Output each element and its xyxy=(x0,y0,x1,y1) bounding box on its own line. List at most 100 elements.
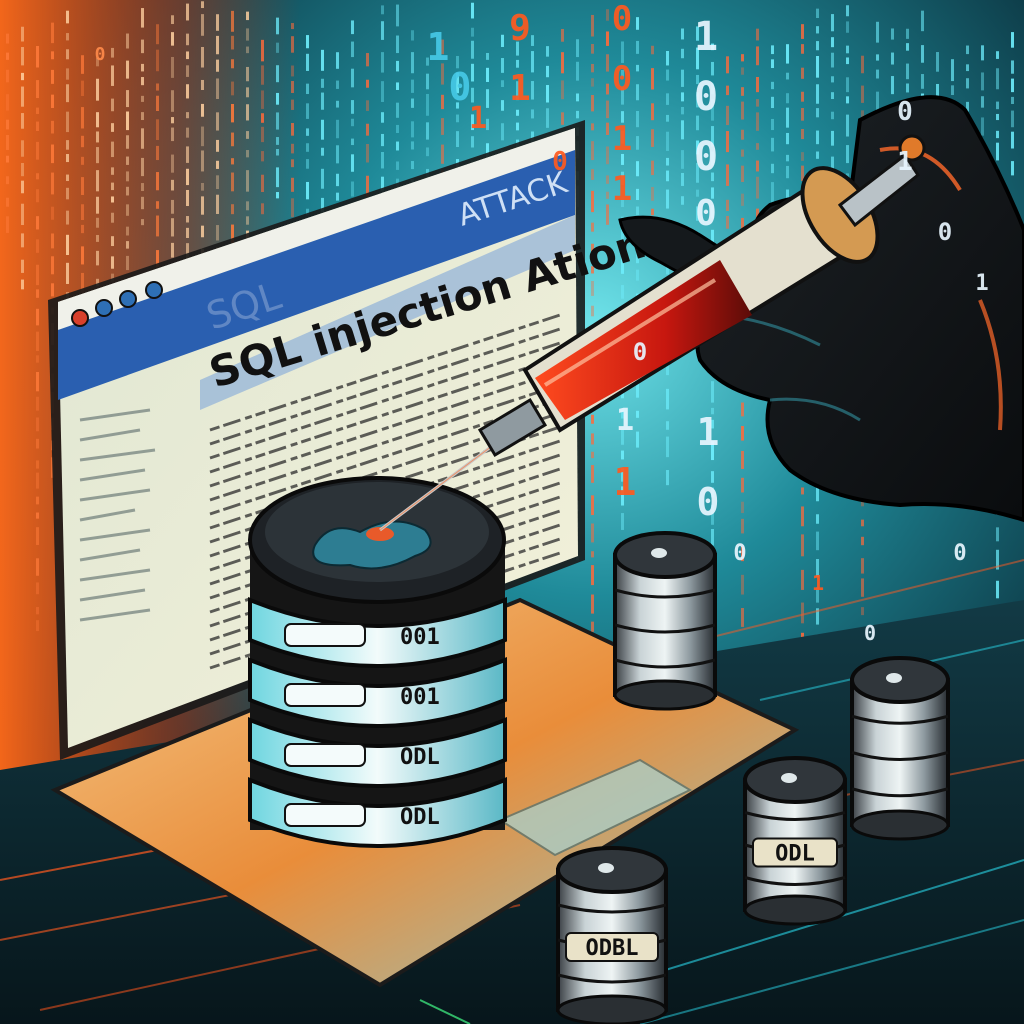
code-rain-dash xyxy=(111,98,114,112)
code-rain-dash xyxy=(201,79,204,90)
code-rain-dash xyxy=(876,21,879,43)
code-rain-dash xyxy=(441,94,444,110)
code-rain-dash xyxy=(591,551,594,558)
code-rain-dash xyxy=(471,63,474,82)
code-rain-dash xyxy=(456,72,459,94)
code-rain-dash xyxy=(186,227,189,238)
code-rain-dash xyxy=(351,41,354,58)
code-rain-dash xyxy=(126,171,129,182)
binary-digit: 0 xyxy=(694,134,718,180)
code-rain-dash xyxy=(171,154,174,173)
code-rain-dash xyxy=(936,52,939,72)
code-rain-dash xyxy=(381,176,384,191)
code-rain-dash xyxy=(111,167,114,175)
code-rain-dash xyxy=(426,147,429,157)
code-rain-dash xyxy=(726,199,729,211)
code-rain-dash xyxy=(126,186,129,196)
code-rain-dash xyxy=(51,256,54,275)
code-rain-dash xyxy=(666,157,669,166)
code-rain-dash xyxy=(201,46,204,68)
code-rain-dash xyxy=(741,450,744,469)
code-rain-dash xyxy=(696,92,699,108)
code-rain-dash xyxy=(201,182,204,191)
code-rain-dash xyxy=(606,83,609,95)
code-rain-dash xyxy=(651,129,654,147)
code-rain-dash xyxy=(696,74,699,85)
code-rain-dash xyxy=(1011,131,1014,149)
code-rain-dash xyxy=(591,414,594,424)
code-rain-dash xyxy=(756,176,759,199)
code-rain-dash xyxy=(381,151,384,169)
code-rain-dash xyxy=(831,156,834,176)
code-rain-dash xyxy=(576,61,579,81)
code-rain-dash xyxy=(396,60,399,72)
code-rain-dash xyxy=(741,518,744,534)
code-rain-dash xyxy=(756,28,759,41)
code-rain-dash xyxy=(36,141,39,160)
code-rain-dash xyxy=(141,39,144,54)
code-rain-dash xyxy=(726,56,729,74)
code-rain-dash xyxy=(621,196,624,208)
code-rain-dash xyxy=(621,87,624,105)
code-rain-dash xyxy=(111,256,114,269)
code-rain-dash xyxy=(636,431,639,448)
code-rain-dash xyxy=(666,357,669,376)
binary-digit: 1 xyxy=(427,25,450,69)
code-rain-dash xyxy=(681,106,684,115)
code-rain-dash xyxy=(996,549,999,570)
code-rain-dash xyxy=(651,103,654,121)
code-rain-dash xyxy=(21,72,24,81)
code-rain-dash xyxy=(21,26,24,42)
code-rain-dash xyxy=(111,182,114,191)
code-rain-dash xyxy=(201,103,204,117)
code-rain-dash xyxy=(816,26,819,34)
code-rain-dash xyxy=(906,83,909,93)
code-rain-dash xyxy=(846,96,849,104)
code-rain-dash xyxy=(246,216,249,225)
binary-digit: 0 xyxy=(897,97,913,127)
code-rain-dash xyxy=(711,187,714,199)
code-rain-dash xyxy=(591,621,594,632)
code-rain-dash xyxy=(921,10,924,32)
code-rain-dash xyxy=(291,65,294,77)
code-rain-dash xyxy=(96,217,99,228)
binary-digit: 0 xyxy=(733,541,746,566)
code-rain-dash xyxy=(186,146,189,163)
code-rain-dash xyxy=(231,35,234,50)
code-rain-dash xyxy=(21,203,24,226)
code-rain-dash xyxy=(921,74,924,89)
code-rain-dash xyxy=(561,28,564,42)
code-rain-dash xyxy=(591,565,594,586)
code-rain-dash xyxy=(996,130,999,139)
code-rain-dash xyxy=(711,487,714,498)
code-rain-dash xyxy=(231,158,234,165)
code-rain-dash xyxy=(36,189,39,203)
code-rain-dash xyxy=(261,39,264,62)
code-rain-dash xyxy=(381,52,384,73)
code-rain-dash xyxy=(606,122,609,136)
binary-digit: 0 xyxy=(938,218,952,246)
code-rain-dash xyxy=(591,594,594,614)
code-rain-dash xyxy=(831,130,834,146)
code-rain-dash xyxy=(891,28,894,40)
code-rain-dash xyxy=(51,69,54,84)
code-rain-dash xyxy=(171,199,174,214)
code-rain-dash xyxy=(486,143,489,158)
code-rain-dash xyxy=(801,487,804,495)
code-rain-dash xyxy=(96,250,99,266)
code-rain-dash xyxy=(441,118,444,135)
code-rain-dash xyxy=(621,468,624,482)
code-rain-dash xyxy=(246,11,249,21)
code-rain-dash xyxy=(81,55,84,74)
code-rain-dash xyxy=(591,169,594,180)
code-rain-dash xyxy=(66,33,69,41)
code-rain-dash xyxy=(216,139,219,152)
code-rain-dash xyxy=(996,113,999,121)
code-rain-dash xyxy=(741,54,744,62)
code-rain-dash xyxy=(66,84,69,103)
code-rain-dash xyxy=(816,56,819,78)
code-rain-dash xyxy=(261,65,264,85)
code-rain-dash xyxy=(306,103,309,119)
code-rain-dash xyxy=(816,587,819,603)
